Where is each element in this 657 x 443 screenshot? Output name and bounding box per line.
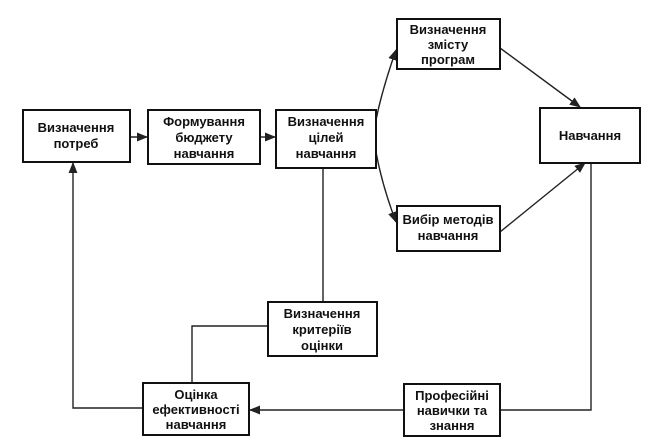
node-needs: Визначення потреб xyxy=(22,109,131,163)
node-evaluation-line-1: Оцінка xyxy=(174,387,218,402)
node-goals: Визначення цілей навчання xyxy=(275,109,377,169)
node-needs-line-2: потреб xyxy=(54,136,99,151)
edge-goals-to-content xyxy=(375,48,397,121)
node-content-line-2: змісту xyxy=(428,37,469,52)
node-criteria-line-2: критеріїв xyxy=(292,322,351,337)
node-methods-line-2: навчання xyxy=(418,228,479,243)
edge-methods-to-training xyxy=(499,162,586,233)
node-skills: Професійні навички та знання xyxy=(403,383,501,437)
node-goals-line-1: Визначення xyxy=(288,114,365,129)
node-content-line-3: програм xyxy=(421,52,475,67)
node-training-line-1: Навчання xyxy=(559,128,621,143)
node-needs-line-1: Визначення xyxy=(38,120,115,135)
node-budget-line-3: навчання xyxy=(174,146,235,161)
node-criteria-line-1: Визначення xyxy=(284,306,361,321)
node-methods-line-1: Вибір методів xyxy=(402,212,493,227)
node-content: Визначення змісту програм xyxy=(396,18,501,70)
node-evaluation-line-2: ефективності xyxy=(152,402,239,417)
node-training: Навчання xyxy=(539,107,641,164)
node-skills-line-2: навички та xyxy=(417,403,488,418)
node-skills-line-1: Професійні xyxy=(415,388,489,403)
node-skills-line-3: знання xyxy=(430,418,475,433)
node-budget-line-1: Формування xyxy=(163,114,245,129)
node-content-line-1: Визначення xyxy=(410,22,487,37)
node-goals-line-2: цілей xyxy=(309,130,344,145)
connectors xyxy=(68,47,592,415)
edge-evaluation-to-needs xyxy=(68,161,143,409)
edge-content-to-training xyxy=(499,47,581,108)
node-criteria-line-3: оцінки xyxy=(301,338,343,353)
node-evaluation-line-3: навчання xyxy=(166,417,227,432)
node-budget: Формування бюджету навчання xyxy=(147,109,261,165)
node-criteria: Визначення критеріїв оцінки xyxy=(267,301,378,357)
node-evaluation: Оцінка ефективності навчання xyxy=(142,382,250,436)
node-goals-line-3: навчання xyxy=(296,146,357,161)
edge-criteria-to-evaluation xyxy=(191,325,268,383)
node-budget-line-2: бюджету xyxy=(175,130,233,145)
edge-goals-to-methods xyxy=(375,151,397,224)
node-methods: Вибір методів навчання xyxy=(396,205,501,252)
edge-training-to-skills xyxy=(500,163,592,411)
